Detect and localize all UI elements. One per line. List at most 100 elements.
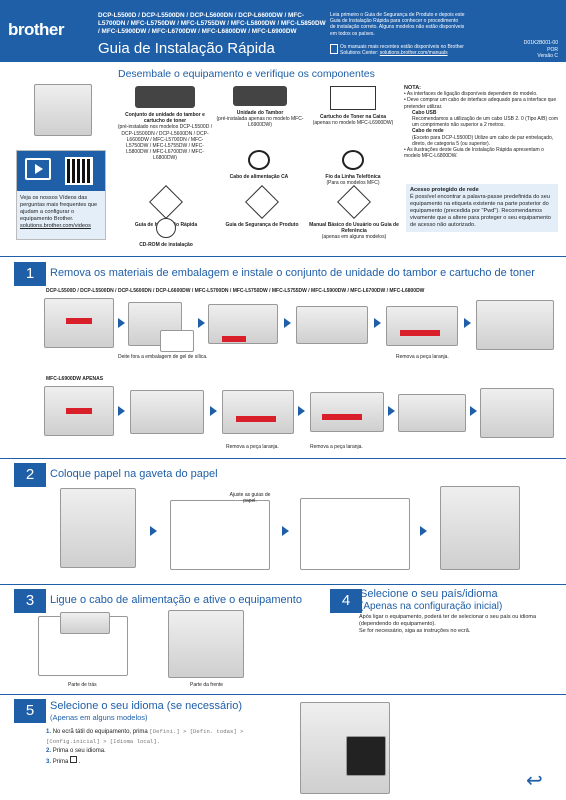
printer-back-illustration: [60, 612, 110, 634]
component-desc: (apenas no modelo MFC-L6900DW): [312, 120, 394, 127]
notes-title: NOTA:: [404, 85, 422, 91]
component-title: Unidade do Tambor: [236, 110, 284, 116]
divider: [0, 584, 566, 585]
toner-box-icon: [330, 86, 376, 110]
caption-remove: Remova a peça laranja.: [396, 354, 449, 360]
silica-gel-illustration: [160, 330, 194, 352]
document-icon: [245, 185, 279, 219]
caption-front: Parte da frente: [190, 682, 224, 688]
item-end: .: [78, 759, 81, 765]
next-arrow-icon: [118, 406, 125, 416]
network-cable-title: Cabo de rede: [412, 128, 444, 135]
next-arrow-icon: [388, 406, 395, 416]
step-number: 3: [14, 589, 46, 613]
menu-path: [Defini.] > [Defin. todas] > [Config.ini…: [46, 728, 244, 745]
model-list: DCP-L5500D / DCP-L5500DN / DCP-L5600DN /…: [98, 12, 326, 35]
power-cord-icon: [248, 150, 270, 170]
drum-removal-illustration: [130, 390, 204, 434]
list-item: 1. No ecrã tátil do equipamento, prima […: [46, 727, 286, 747]
step-title: Selecione o seu idioma (se necessário): [50, 700, 242, 712]
remove-orange-illustration: [386, 306, 458, 346]
manuals-note: Os manuais mais recentes estão disponíve…: [340, 44, 465, 56]
step-title: Ligue o cabo de alimentação e ative o eq…: [50, 594, 302, 606]
printer-illustration: [34, 84, 92, 136]
printer-front-illustration: [168, 610, 244, 678]
next-arrow-icon: [150, 526, 157, 536]
component-toner-box: Cartucho de Toner na Caixa (apenas no mo…: [308, 86, 398, 126]
caption-remove: Remova a peça laranja.: [310, 444, 363, 450]
next-arrow-icon: [420, 526, 427, 536]
caption-back: Parte de trás: [68, 682, 97, 688]
component-drum-unit: Unidade do Tambor (pré-instalada apenas …: [216, 86, 304, 129]
safety-note: Leia primeiro o Guia de Segurança de Pro…: [330, 12, 465, 37]
item-number: 3.: [46, 759, 52, 765]
drum-unit-illustration: [222, 390, 294, 434]
network-access-box: Acesso protegido de rede É possível enco…: [406, 184, 558, 232]
manuals-note-text: Os manuais mais recentes estão disponíve…: [340, 44, 464, 57]
component-title: Manual Básico do Usuário ou Guia de Refe…: [309, 222, 399, 235]
doc-version: Versão C: [537, 53, 558, 59]
component-title: Cartucho de Toner na Caixa: [319, 114, 387, 120]
step-title: Coloque papel na gaveta do papel: [50, 468, 218, 480]
drum-unit-icon: [233, 86, 287, 106]
item-number: 2.: [46, 748, 52, 754]
brand-logo: brother: [8, 20, 65, 39]
component-title: Fio da Linha Telefônica: [325, 174, 381, 180]
component-title: Cabo de alimentação CA: [229, 174, 289, 180]
step-number: 1: [14, 262, 46, 286]
orange-part-icon: [66, 318, 92, 324]
item-text: No ecrã tátil do equipamento, prima: [52, 729, 148, 735]
orange-part-icon: [322, 414, 362, 420]
document-icon: [149, 185, 183, 219]
step4-text2: Se for necessário, siga as instruções no…: [359, 628, 471, 634]
note-line: • As interfaces de ligação disponíveis d…: [404, 91, 538, 98]
component-desc: (pré-instalado nos modelos DCP-L5500D / …: [117, 124, 213, 162]
insert-unit-illustration: [480, 388, 554, 438]
document-icon: [337, 185, 371, 219]
caption-guides: Ajuste as guias de papel.: [229, 492, 271, 504]
step4-text: Após ligar o equipamento, poderá ter de …: [359, 614, 544, 635]
page-title: Guia de Instalação Rápida: [98, 40, 275, 57]
shake-cartridge-illustration: [296, 306, 368, 344]
component-ac-cord: Cabo de alimentação CA: [214, 150, 304, 180]
touchscreen-zoom-illustration: [346, 736, 386, 776]
step-title: Remova os materiais de embalagem e insta…: [50, 267, 535, 279]
video-link[interactable]: solutions.brother.com/videos: [20, 223, 91, 229]
doc-number: D01K2B001-00: [523, 40, 558, 46]
next-arrow-icon: [464, 318, 471, 328]
next-arrow-icon: [198, 318, 205, 328]
load-paper-illustration: [300, 498, 410, 570]
next-arrow-icon: [374, 318, 381, 328]
step-number: 4: [330, 589, 362, 613]
back-arrow-icon[interactable]: ↩: [526, 768, 543, 792]
notes-panel: NOTA: • As interfaces de ligação disponí…: [404, 85, 558, 159]
toner-illustration: [310, 392, 384, 432]
list-item: 3. Prima .: [46, 756, 286, 767]
document-id: D01K2B001-00 POR Versão C: [524, 40, 558, 60]
component-basic-guide: Manual Básico do Usuário ou Guia de Refe…: [308, 184, 400, 241]
next-arrow-icon: [284, 318, 291, 328]
manuals-link[interactable]: solutions.brother.com/manuals: [379, 50, 448, 57]
component-desc: (apenas em alguns modelos): [321, 234, 387, 241]
network-cable-text: (Exceto para DCP-L5500D) Utilize um cabo…: [412, 134, 554, 147]
next-arrow-icon: [282, 526, 289, 536]
component-safety-guide: Guia de Segurança de Produto: [214, 184, 310, 228]
step-subtitle: (Apenas em alguns modelos): [50, 713, 148, 722]
item-text: Prima: [52, 759, 69, 765]
tray-in-illustration: [440, 486, 520, 570]
component-title: Conjunto de unidade do tambor e cartucho…: [125, 112, 205, 125]
network-title: Acesso protegido de rede: [410, 187, 479, 193]
step-title: Selecione o seu país/idioma: [360, 588, 498, 600]
component-title: CD-ROM de instalação: [139, 242, 193, 248]
network-text: É possível encontrar a palavra-passe pre…: [410, 194, 551, 228]
divider: [0, 458, 566, 459]
note-line: • Deve comprar um cabo de interface adeq…: [404, 97, 557, 110]
step4-text1: Após ligar o equipamento, poderá ter de …: [359, 614, 537, 627]
orange-part-icon: [222, 336, 246, 342]
component-drum-toner: Conjunto de unidade do tambor e cartucho…: [116, 86, 214, 162]
component-desc: (pré-instalada apenas no modelo MFC-L690…: [216, 116, 304, 129]
home-icon: [70, 756, 78, 763]
book-icon: [330, 44, 338, 54]
adjust-guides-illustration: [170, 500, 270, 570]
caption-gel: Deite fora a embalagem de gel de sílica.: [118, 354, 208, 360]
